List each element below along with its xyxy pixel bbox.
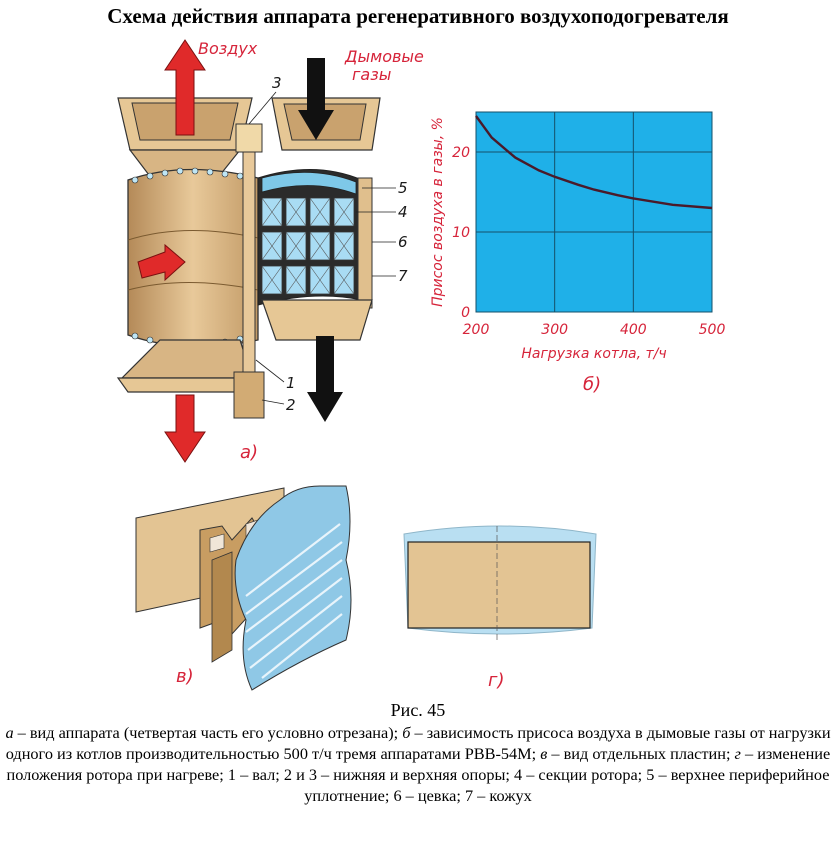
caption-g-text: – изменение положения ротора при нагреве… — [6, 744, 831, 805]
caption-a-text: – вид аппарата (четвертая часть его усло… — [13, 723, 403, 742]
rotor-heating-drawing — [403, 525, 597, 642]
gas-out-arrow — [307, 336, 343, 422]
callout-4: 4 — [398, 203, 408, 221]
caption-v-letter: в — [540, 744, 548, 763]
caption-b-letter: б — [402, 723, 411, 742]
rotation-arrow — [137, 243, 186, 282]
plates-drawing — [135, 485, 352, 691]
callout-2: 2 — [286, 396, 296, 414]
y-tick-label: 0 — [461, 305, 470, 321]
callout-6: 6 — [398, 233, 408, 251]
air-out-arrow — [164, 39, 206, 136]
casing — [357, 177, 373, 309]
plot-area — [475, 111, 713, 313]
apparatus-drawing — [116, 39, 396, 463]
shaft — [242, 141, 256, 373]
gas-duct-bottom — [261, 299, 373, 341]
air-label: Воздух — [198, 39, 258, 58]
panel-g-label: г) — [488, 670, 504, 691]
callout-7: 7 — [398, 267, 408, 285]
callout-1: 1 — [286, 374, 296, 392]
figure-number: Рис. 45 — [390, 700, 446, 720]
panel-a-label: а) — [240, 442, 258, 463]
flue-gas-label-1: Дымовые — [344, 47, 424, 66]
panel-v-label: в) — [176, 666, 194, 687]
x-axis-label: Нагрузка котла, т/ч — [521, 346, 666, 362]
y-tick-label: 10 — [452, 225, 470, 241]
caption-g-letter: г — [734, 744, 741, 763]
air-in-arrow — [164, 394, 206, 463]
series-line — [475, 115, 713, 210]
x-tick-label: 300 — [541, 322, 568, 338]
callout-5: 5 — [398, 179, 408, 197]
x-tick-label: 200 — [463, 322, 490, 338]
x-tick-label: 500 — [699, 322, 726, 338]
y-axis-label: Присос воздуха в газы, % — [430, 117, 446, 307]
panel-b-label: б) — [583, 374, 601, 395]
y-tick-label: 20 — [452, 145, 470, 161]
page-title: Схема действия аппарата регенеративного … — [107, 4, 729, 28]
callout-3: 3 — [272, 74, 282, 92]
caption-a-letter: а — [5, 723, 14, 742]
lower-support — [233, 371, 265, 419]
upper-support — [235, 123, 263, 153]
flue-gas-label-2: газы — [352, 65, 391, 84]
caption-b-text: – зависимость присоса воздуха в дымовые … — [5, 723, 831, 763]
x-tick-label: 400 — [620, 322, 647, 338]
caption-v-text: – вид отдельных пластин; — [547, 744, 735, 763]
figure-caption: а – вид аппарата (четвертая часть его ус… — [4, 722, 832, 806]
gas-in-arrow — [298, 58, 334, 140]
